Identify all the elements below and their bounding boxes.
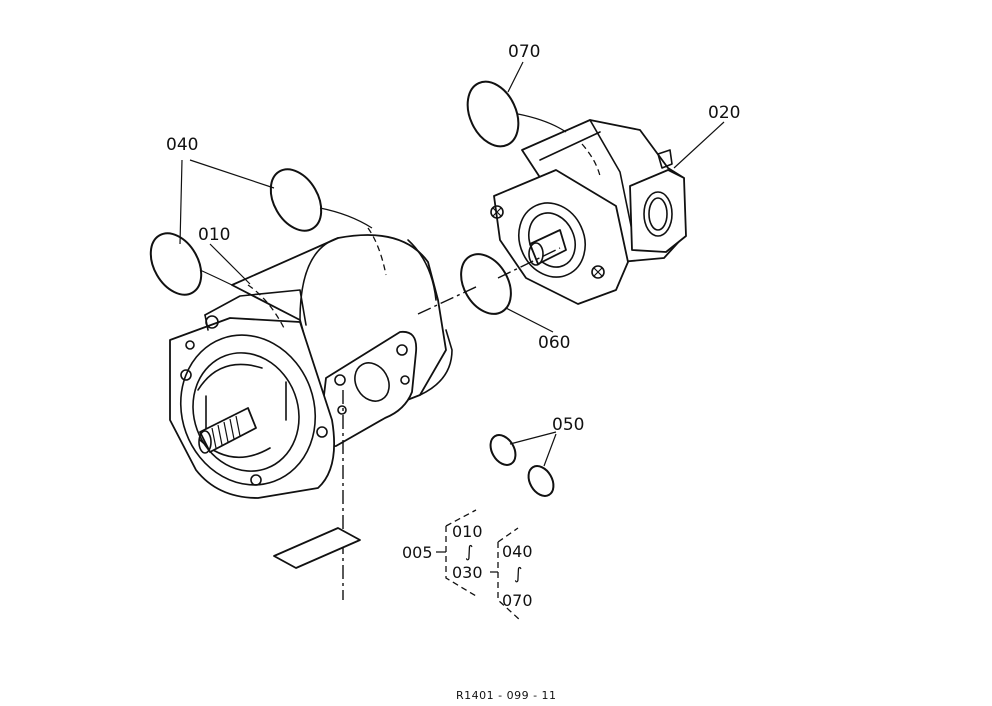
callout-040: 040 <box>166 135 198 155</box>
o-ring-040-lower <box>149 232 203 296</box>
callout-050: 050 <box>552 415 584 435</box>
pump-body-010 <box>169 227 453 600</box>
assembly-a-range: ∫ <box>465 542 473 561</box>
nameplate-label <box>273 527 361 569</box>
centre-line <box>417 247 561 315</box>
callout-020: 020 <box>708 103 740 123</box>
o-ring-050-upper <box>489 434 517 466</box>
o-ring-050-lower <box>527 465 555 497</box>
assembly-a-bottom: 030 <box>452 563 483 582</box>
callout-010: 010 <box>198 225 230 245</box>
assembly-root-005: 005 <box>402 543 433 562</box>
assembly-a-top: 010 <box>452 522 483 541</box>
leader-lines <box>179 61 725 467</box>
drawing-number: R1401 - 099 - 11 <box>456 689 557 702</box>
rear-pump-020 <box>490 119 687 305</box>
o-ring-060 <box>460 253 512 315</box>
assembly-tree: 005 010 ∫ 030 040 ∫ 070 <box>402 509 533 621</box>
callout-070: 070 <box>508 42 540 62</box>
assembly-b-bottom: 070 <box>502 591 533 610</box>
o-ring-070 <box>466 80 520 148</box>
o-ring-040-upper <box>269 168 323 232</box>
callout-060: 060 <box>538 333 570 353</box>
assembly-b-top: 040 <box>502 542 533 561</box>
assembly-b-range: ∫ <box>514 564 522 583</box>
